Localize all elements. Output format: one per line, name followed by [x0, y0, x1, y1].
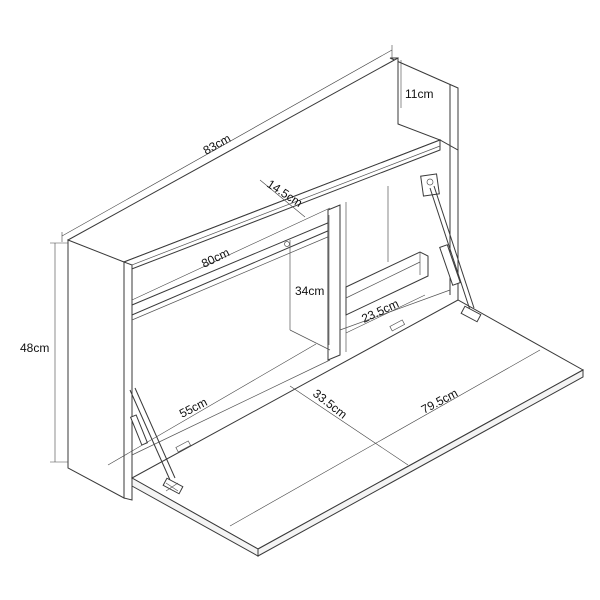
middle-shelf	[131, 221, 331, 330]
desk-top	[130, 299, 585, 557]
interior-floor	[131, 289, 451, 456]
hinges	[175, 319, 406, 453]
dimension-lines	[50, 45, 541, 527]
label-desk-depth-inner: 55cm	[177, 395, 210, 421]
gas-strut-right	[420, 173, 482, 323]
vertical-divider	[327, 186, 389, 361]
top-shelf	[66, 57, 442, 273]
left-side-panel	[67, 239, 133, 501]
small-rail	[345, 251, 429, 316]
label-top-shelf-height: 11cm	[405, 87, 433, 101]
label-total-height: 48cm	[20, 341, 49, 355]
label-compartment-height: 34cm	[295, 284, 324, 298]
gas-strut-left	[129, 387, 184, 495]
